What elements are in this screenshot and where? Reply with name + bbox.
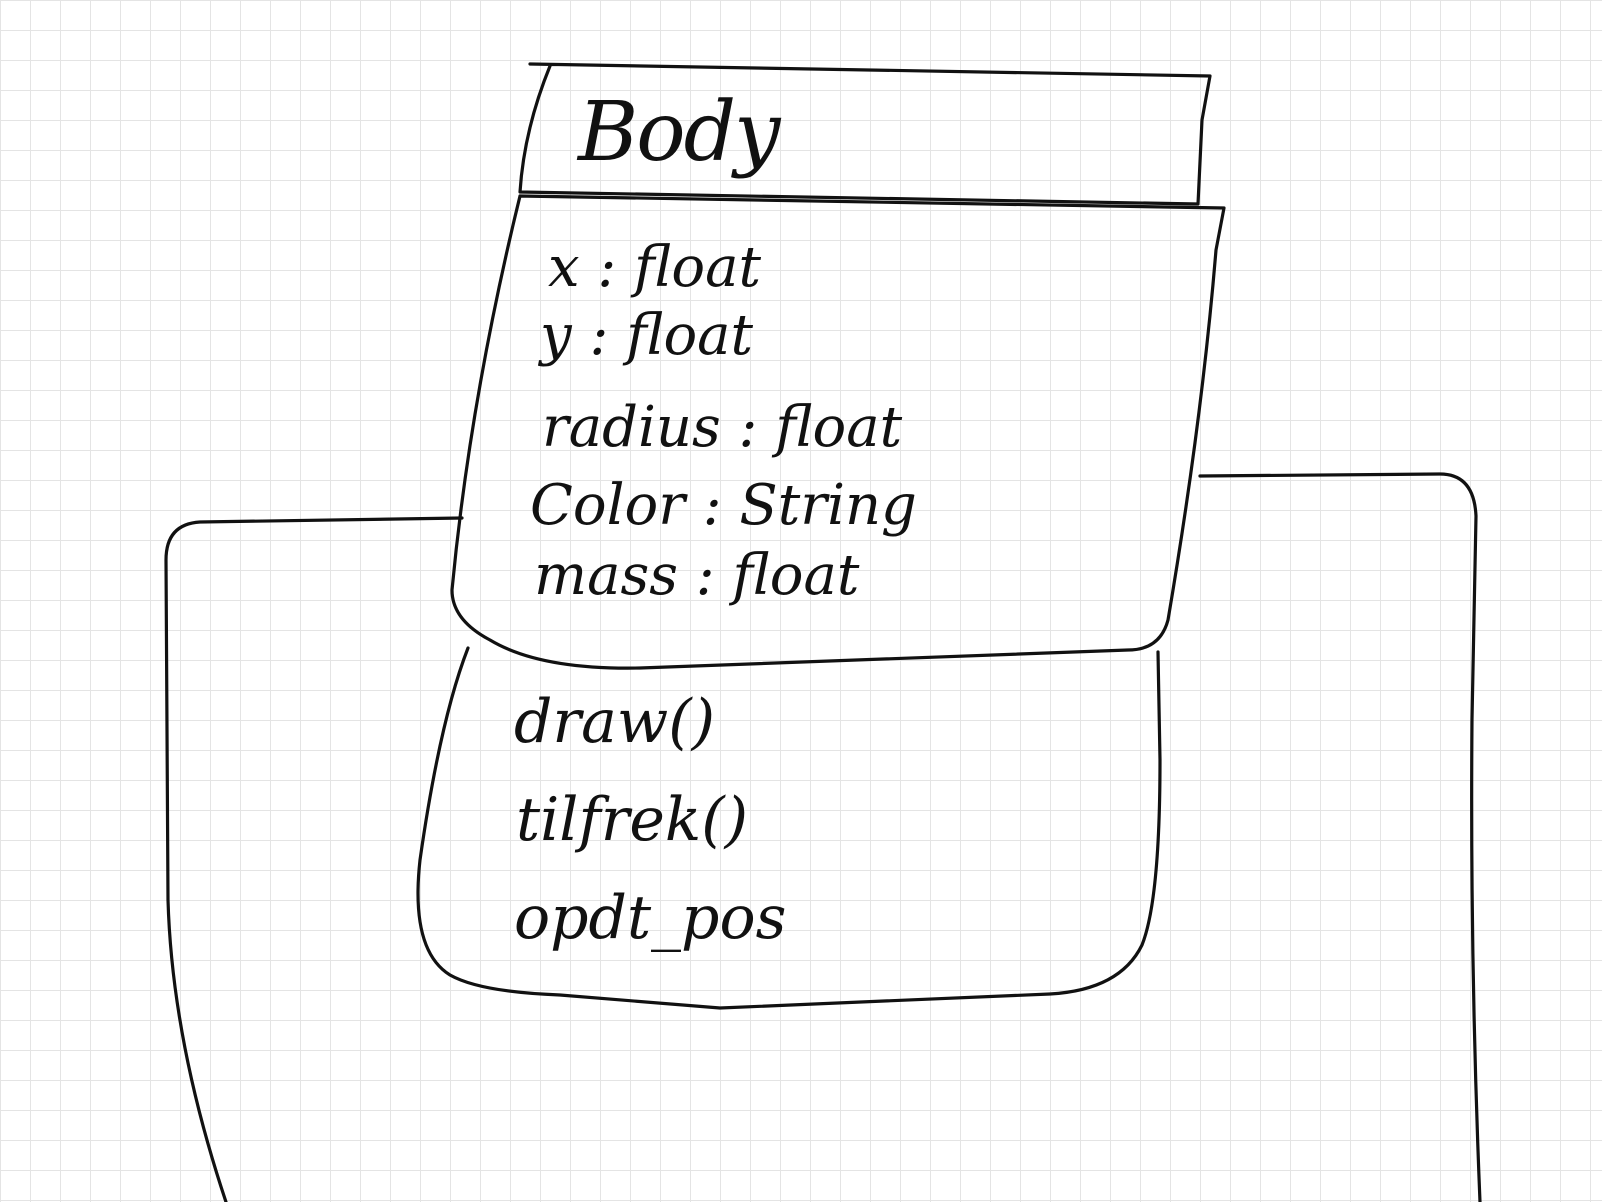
class-name: Body [578, 85, 780, 180]
attribute-x: x : float [548, 235, 762, 300]
class-name-compartment [518, 62, 1212, 206]
methods-compartment [416, 646, 1162, 1010]
attributes-compartment [450, 194, 1226, 670]
attribute-y: y : float [540, 303, 754, 368]
attribute-mass: mass : float [534, 543, 860, 608]
method-tilfrek: tilfrek() [516, 785, 749, 855]
attribute-radius: radius : float [542, 395, 903, 460]
method-opdt-pos: opdt_pos [514, 883, 787, 953]
method-draw: draw() [514, 687, 716, 757]
attribute-color: Color : String [530, 473, 917, 538]
outer-box-outline [164, 472, 1482, 1202]
